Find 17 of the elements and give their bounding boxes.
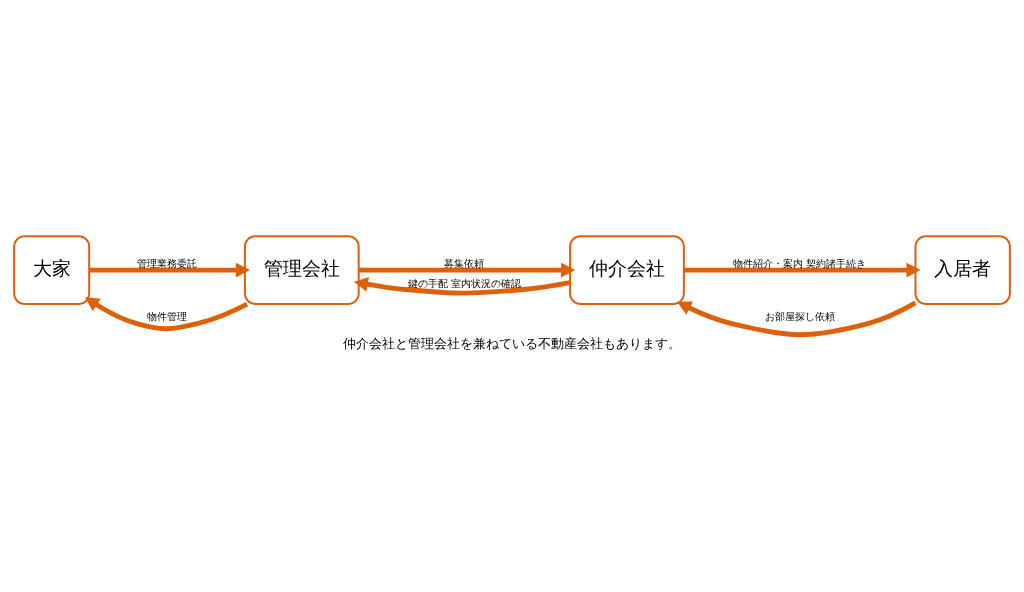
caption: 仲介会社と管理会社を兼ねている不動産会社もあります。: [343, 336, 681, 352]
edge-label: 物件管理: [147, 310, 188, 323]
edge-label: お部屋探し依頼: [764, 310, 835, 323]
arrow: [677, 300, 917, 338]
arrow: [84, 297, 249, 332]
node-box: 大家: [13, 235, 91, 305]
edge-label: 鍵の手配 室内状況の確認: [407, 276, 522, 289]
node-box: 仲介会社: [569, 235, 685, 305]
edge-label: 管理業務委託: [137, 257, 198, 270]
edge-label: 物件紹介・案内 契約諸手続き: [733, 257, 867, 270]
arrow: [358, 262, 576, 278]
node-box: 入居者: [914, 235, 1011, 305]
edge-label: 募集依頼: [444, 257, 485, 270]
arrow: [89, 262, 250, 278]
arrow: [684, 262, 921, 278]
node-box: 管理会社: [243, 235, 360, 305]
arrow: [353, 277, 571, 296]
